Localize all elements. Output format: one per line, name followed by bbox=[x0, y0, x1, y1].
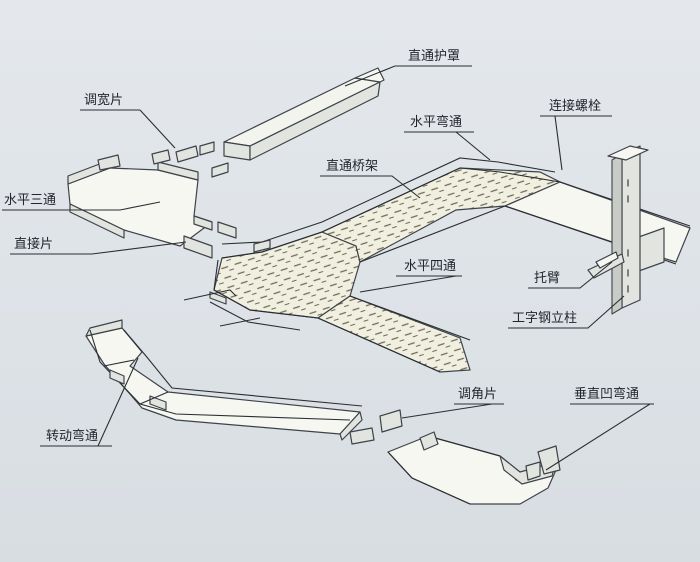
tray-network bbox=[183, 157, 691, 373]
labels: 直通护罩 调宽片 连接螺栓 水平弯通 直通桥架 水平三通 直接片 水平四通 托臂… bbox=[2, 49, 654, 447]
label-straight-connector: 直接片 bbox=[14, 236, 53, 252]
vertical-concave-elbow-part bbox=[387, 431, 561, 505]
label-width-adjust-plate: 调宽片 bbox=[84, 92, 123, 108]
label-vertical-concave-elbow: 垂直凹弯通 bbox=[574, 386, 639, 402]
label-straight-cover: 直通护罩 bbox=[408, 49, 460, 64]
label-horizontal-tee: 水平三通 bbox=[4, 193, 56, 208]
label-horizontal-cross: 水平四通 bbox=[404, 259, 456, 274]
label-support-arm: 托臂 bbox=[534, 271, 560, 286]
label-angle-adjust-plate: 调角片 bbox=[458, 387, 497, 402]
label-straight-tray: 直通桥架 bbox=[326, 159, 378, 174]
rotating-elbow-part bbox=[85, 319, 363, 441]
label-rotating-elbow: 转动弯通 bbox=[46, 428, 98, 444]
label-connection-bolt: 连接螺栓 bbox=[549, 98, 601, 114]
width-adjust-plates bbox=[175, 141, 229, 178]
straight-connector-plates bbox=[183, 221, 237, 259]
horizontal-tee-part bbox=[67, 149, 213, 247]
angle-adjust-plates bbox=[349, 409, 403, 445]
label-horizontal-elbow: 水平弯通 bbox=[410, 114, 462, 130]
label-i-beam-column: 工字钢立柱 bbox=[512, 311, 577, 326]
straight-cover-part bbox=[223, 67, 385, 161]
